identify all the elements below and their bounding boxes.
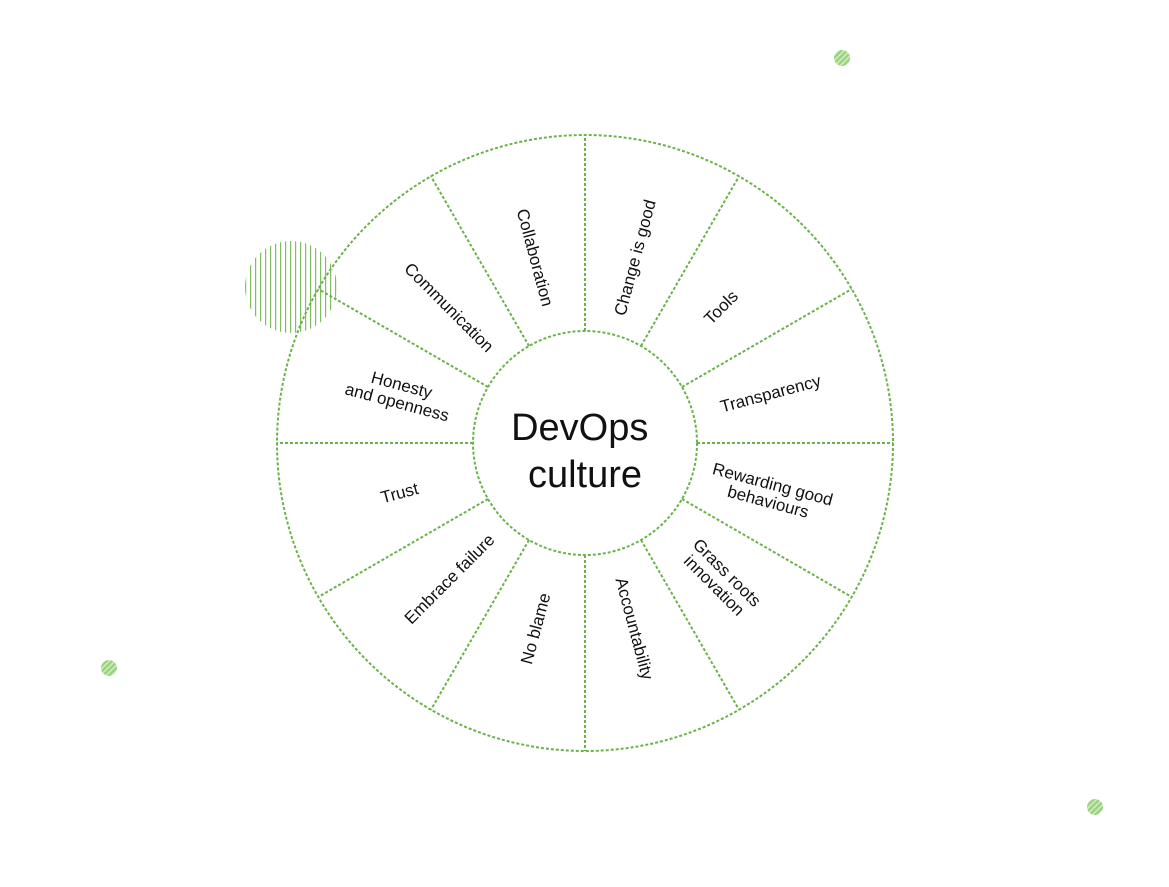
- segment-label: No blame: [517, 591, 554, 666]
- segment-label-group: Tools: [700, 287, 741, 328]
- decorative-dot-bottom-right: [1087, 799, 1103, 815]
- center-title-line-1: DevOps: [511, 407, 648, 449]
- segment-label-group: Change is good: [611, 198, 660, 318]
- segment-label-group: Grass rootsinnovation: [676, 535, 765, 623]
- segment-label: Rewarding goodbehaviours: [706, 459, 835, 527]
- segment-label-line: Accountability: [611, 576, 657, 683]
- segment-label-group: Trust: [379, 479, 421, 507]
- segment-label-line: Trust: [379, 479, 421, 507]
- segment-label-line: Tools: [700, 287, 741, 328]
- segment-label-line: Transparency: [718, 371, 823, 416]
- segment-label-group: Communication: [400, 259, 497, 356]
- segment-label-group: Collaboration: [513, 207, 557, 309]
- hatched-circle-decoration: [245, 241, 337, 333]
- segment-label-line: Communication: [400, 259, 497, 356]
- segment-label: Accountability: [611, 576, 657, 683]
- segment-label: Honestyand openness: [343, 362, 456, 425]
- segment-label-line: No blame: [517, 591, 554, 666]
- segment-label-line: Collaboration: [513, 207, 557, 309]
- segment-label: Tools: [700, 287, 741, 328]
- segment-label-group: Accountability: [611, 576, 657, 683]
- decorative-dot-left: [101, 660, 117, 676]
- segment-label: Trust: [379, 479, 421, 507]
- segment-label-line: Change is good: [611, 198, 660, 318]
- segment-label: Collaboration: [513, 207, 557, 309]
- spoke-line: [317, 288, 489, 388]
- segment-label-group: Embrace failure: [401, 530, 499, 628]
- segment-label: Grass rootsinnovation: [676, 535, 764, 623]
- spoke-line: [681, 498, 853, 598]
- segment-label: Transparency: [718, 371, 823, 416]
- segment-label-group: Rewarding goodbehaviours: [706, 459, 835, 527]
- spoke-line: [317, 498, 489, 598]
- segment-label: Communication: [400, 259, 497, 356]
- spoke-line: [681, 288, 853, 388]
- segment-label-group: Transparency: [718, 371, 823, 416]
- decorative-dot-top-right: [834, 50, 850, 66]
- segment-label-line: Embrace failure: [401, 530, 499, 628]
- spoke-line: [640, 175, 740, 347]
- spoke-line: [640, 539, 740, 711]
- center-title-line-2: culture: [528, 454, 642, 496]
- spoke-line: [430, 175, 530, 347]
- segment-label-group: No blame: [517, 591, 554, 666]
- segment-label: Embrace failure: [401, 530, 499, 628]
- center-title: DevOps culture: [511, 407, 659, 496]
- spokes: [277, 135, 893, 751]
- segment-label-group: Honestyand openness: [343, 362, 456, 426]
- spoke-line: [430, 539, 530, 711]
- segment-label: Change is good: [611, 198, 660, 318]
